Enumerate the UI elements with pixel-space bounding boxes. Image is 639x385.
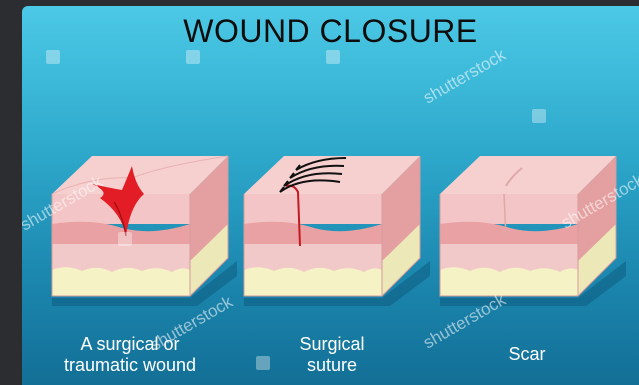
caption-suture: Surgical suture — [242, 334, 422, 376]
caption-scar-line1: Scar — [452, 344, 602, 365]
caption-scar: Scar — [452, 344, 602, 365]
caption-suture-line2: suture — [242, 355, 422, 376]
skin-block-suture — [244, 156, 430, 306]
skin-block-wound — [52, 156, 237, 306]
caption-wound: A surgical or traumatic wound — [30, 334, 230, 376]
caption-suture-line1: Surgical — [242, 334, 422, 355]
caption-wound-line1: A surgical or — [30, 334, 230, 355]
illustration-panel: WOUND CLOSURE A surgical or traumatic wo… — [22, 6, 639, 385]
skin-block-scar — [440, 156, 626, 306]
diagram-title: WOUND CLOSURE — [22, 13, 639, 50]
caption-wound-line2: traumatic wound — [30, 355, 230, 376]
skin-diagram — [22, 6, 639, 385]
